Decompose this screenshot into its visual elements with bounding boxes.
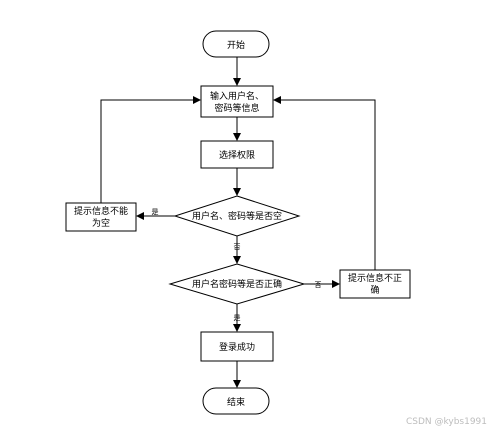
start-node: 开始 (202, 30, 270, 58)
edge-label-no-correct: 否 (315, 281, 322, 289)
edge-label-no-empty: 否 (234, 243, 241, 251)
edge-wrongmsg-input (273, 96, 376, 270)
wrong-msg-node: 提示信息不正 确 (339, 269, 411, 299)
input-label-line2: 密码等信息 (214, 102, 259, 114)
select-role-node: 选择权限 (200, 140, 274, 169)
wrong-msg-label-line1: 提示信息不正 (348, 272, 402, 284)
watermark: CSDN @kybs1991 (406, 417, 487, 427)
wrong-msg-label-line2: 确 (370, 284, 379, 296)
end-node: 结束 (202, 387, 270, 415)
login-success-node: 登录成功 (200, 331, 274, 362)
check-correct-node: 用户名密码等是否正确 (168, 263, 306, 305)
check-empty-label: 用户名、密码等是否空 (192, 210, 282, 222)
check-correct-label: 用户名密码等是否正确 (192, 278, 282, 290)
edge-label-yes-correct: 是 (234, 314, 241, 322)
select-role-label: 选择权限 (219, 149, 255, 161)
start-label: 开始 (227, 39, 245, 51)
input-node: 输入用户名、 密码等信息 (200, 85, 274, 118)
empty-msg-node: 提示信息不能 为空 (65, 202, 137, 232)
edge-label-yes-empty: 是 (152, 208, 159, 216)
login-success-label: 登录成功 (219, 341, 255, 353)
edges (100, 57, 376, 388)
empty-msg-label-line1: 提示信息不能 (74, 205, 128, 217)
end-label: 结束 (227, 396, 245, 408)
input-label-line1: 输入用户名、 (210, 90, 264, 102)
edge-emptymsg-input (100, 96, 201, 203)
empty-msg-label-line2: 为空 (92, 217, 110, 229)
check-empty-node: 用户名、密码等是否空 (173, 195, 301, 237)
